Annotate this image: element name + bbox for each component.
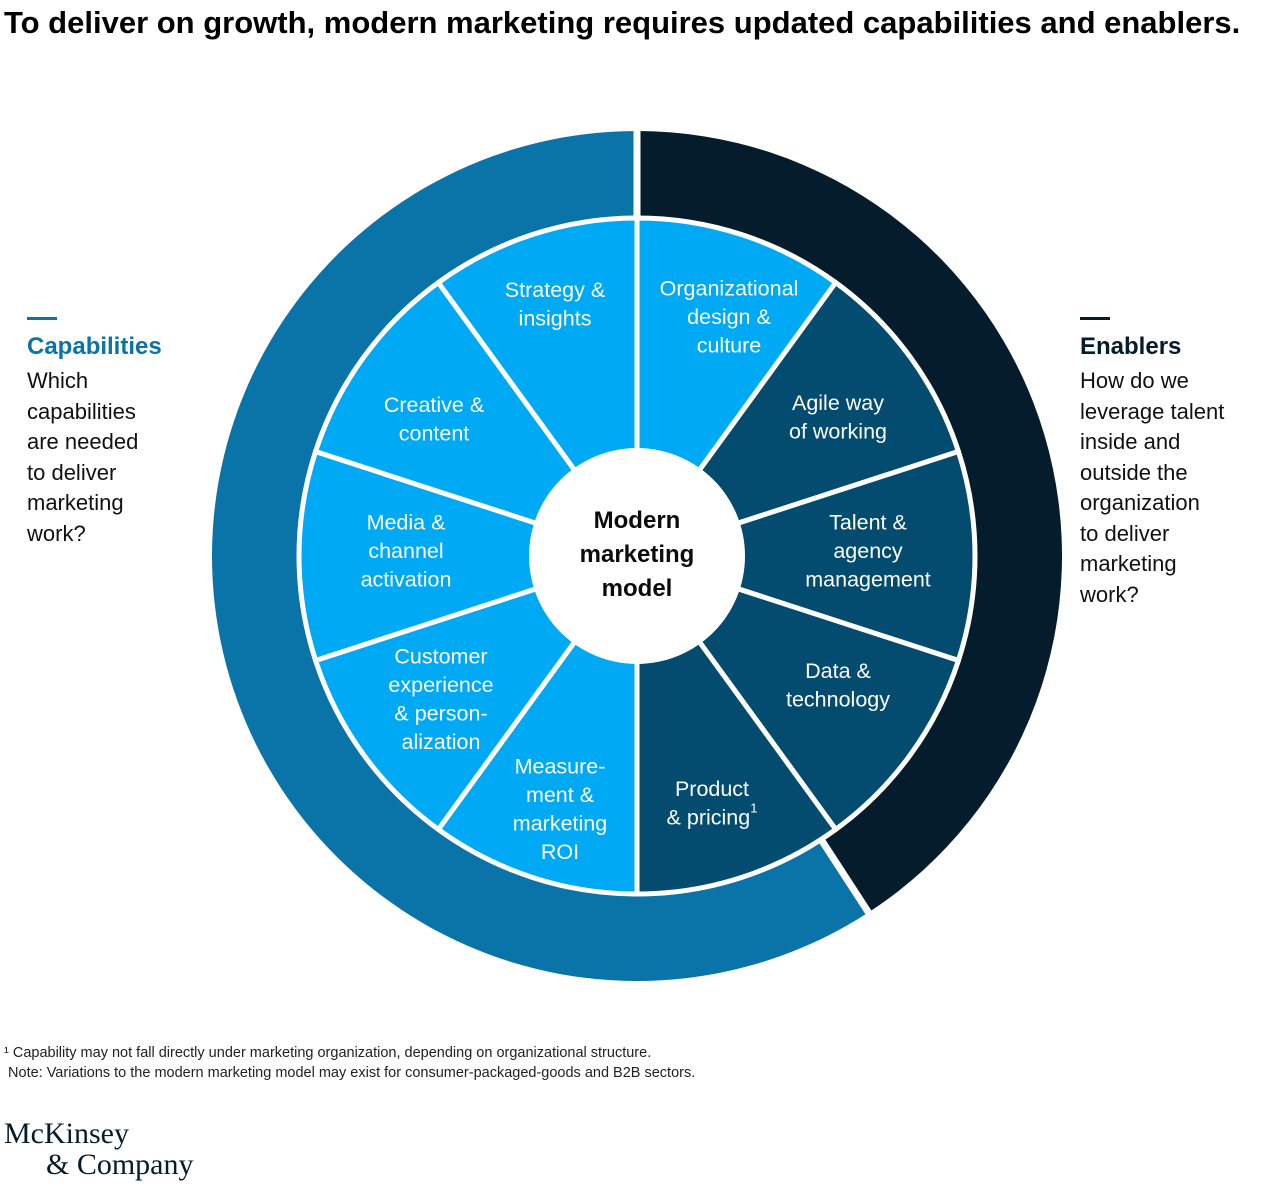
segment-label-line: experience: [388, 672, 493, 696]
segment-label-talent-agency-management: Talent & agency management: [805, 510, 931, 591]
page-title: To deliver on growth, modern marketing r…: [4, 5, 1241, 40]
outer-ring-divider: [816, 835, 875, 920]
segment-label-line: design &: [687, 305, 771, 329]
capabilities-dash: [27, 317, 57, 320]
segment-label-line: & person-: [394, 701, 487, 725]
enablers-question-line: leverage talent: [1080, 398, 1225, 424]
segment-label-organizational-design-culture: Organizational design & culture: [660, 276, 799, 357]
enablers-question-line: to deliver: [1080, 520, 1170, 546]
segment-label-line: technology: [786, 687, 890, 711]
enablers-dash: [1080, 317, 1110, 320]
capabilities-question-line: marketing: [27, 490, 124, 515]
segment-label-line: Measure-: [515, 754, 606, 778]
segment-label-line: agency: [833, 539, 903, 563]
center-label-line: marketing: [580, 541, 695, 568]
capabilities-question-line: Which: [27, 368, 89, 393]
segment-label-customer-experience-personalization: Customer experience & person-alization: [388, 644, 493, 754]
marketing-model-wheel: Strategy & insights Organizational design &…: [211, 131, 1062, 982]
enablers-question-line: How do we: [1080, 368, 1189, 393]
segment-label-creative-content: Creative & content: [384, 392, 484, 445]
enablers-heading: Enablers: [1080, 333, 1182, 360]
center-circle: [529, 448, 745, 664]
footnote-1: ¹ Capability may not fall directly under…: [4, 1045, 652, 1061]
segment-label-line: channel: [368, 539, 443, 563]
capabilities-legend: Capabilities Which capabilities are needed…: [27, 317, 227, 549]
segment-label-line: Creative &: [384, 392, 484, 416]
capabilities-heading: Capabilities: [27, 333, 162, 360]
segment-label-line: ROI: [541, 839, 579, 863]
capabilities-question-line: to deliver: [27, 459, 117, 485]
enablers-question-line: marketing: [1080, 551, 1177, 576]
footnotes: ¹ Capability may not fall directly under…: [4, 1043, 695, 1083]
logo-line-1: McKinsey: [4, 1117, 129, 1150]
segment-label-line: ment &: [526, 782, 594, 806]
logo-line-2: & Company: [46, 1148, 194, 1181]
segment-label-line: & pricing: [667, 805, 751, 829]
center-label: Modern marketing model: [580, 507, 695, 602]
segment-label-agile-way-of-working: Agile way of working: [789, 390, 887, 443]
capabilities-question-line: are needed: [27, 429, 139, 454]
center-label-line: model: [602, 575, 673, 602]
enablers-question-line: work?: [1080, 581, 1139, 607]
capabilities-question-line: work?: [27, 520, 86, 546]
segment-label-line: content: [399, 421, 470, 445]
segment-label-line: Talent &: [829, 510, 907, 534]
segment-label-media-channel-activation: Media & channel activation: [361, 510, 452, 591]
enablers-question-line: organization: [1080, 490, 1200, 515]
footnote-marker: 1: [750, 801, 757, 816]
segment-label-line: culture: [697, 333, 762, 357]
segment-customer-experience-personalization: [296, 449, 640, 663]
segment-label-line: Customer: [394, 644, 487, 668]
segment-label-line: Product: [675, 776, 749, 800]
segment-label-line: alization: [402, 729, 481, 753]
enablers-legend: Enablers How do we leverage talent inside …: [1080, 317, 1275, 610]
segment-label-line: activation: [361, 567, 452, 591]
mckinsey-logo: McKinsey & Company: [4, 1118, 194, 1180]
segment-label-line: Agile way: [792, 390, 884, 414]
segment-agile-way-of-working: [634, 449, 978, 663]
center-label-text: Modern marketing model: [580, 507, 695, 602]
segment-label-product-pricing: Product & pricing1: [667, 776, 758, 829]
segment-label-line: of working: [789, 419, 887, 443]
segment-label-line: Media &: [367, 510, 446, 534]
segment-label-line: Organizational: [660, 276, 799, 300]
footnote-note: Note: Variations to the modern marketing…: [4, 1065, 696, 1081]
enablers-question-line: outside the: [1080, 459, 1188, 485]
segment-label-data-technology: Data & technology: [786, 658, 890, 711]
segment-label-line: Strategy &: [505, 277, 605, 301]
capabilities-question-line: capabilities: [27, 398, 136, 424]
segment-labels: Strategy & insights Organizational design &…: [361, 276, 931, 863]
center-label-line: Modern: [594, 507, 681, 534]
segment-label-line: marketing: [513, 811, 607, 835]
capabilities-question: Which capabilities are needed to deliver mar…: [27, 366, 227, 549]
segment-label-strategy-insights: Strategy & insights: [505, 277, 605, 330]
segment-label-line: Data &: [805, 658, 871, 682]
enablers-question-line: inside and: [1080, 429, 1181, 454]
segment-label-line: management: [805, 567, 931, 591]
segment-label-line: insights: [519, 306, 592, 330]
enablers-question: How do we leverage talent inside and outsid…: [1080, 366, 1275, 610]
